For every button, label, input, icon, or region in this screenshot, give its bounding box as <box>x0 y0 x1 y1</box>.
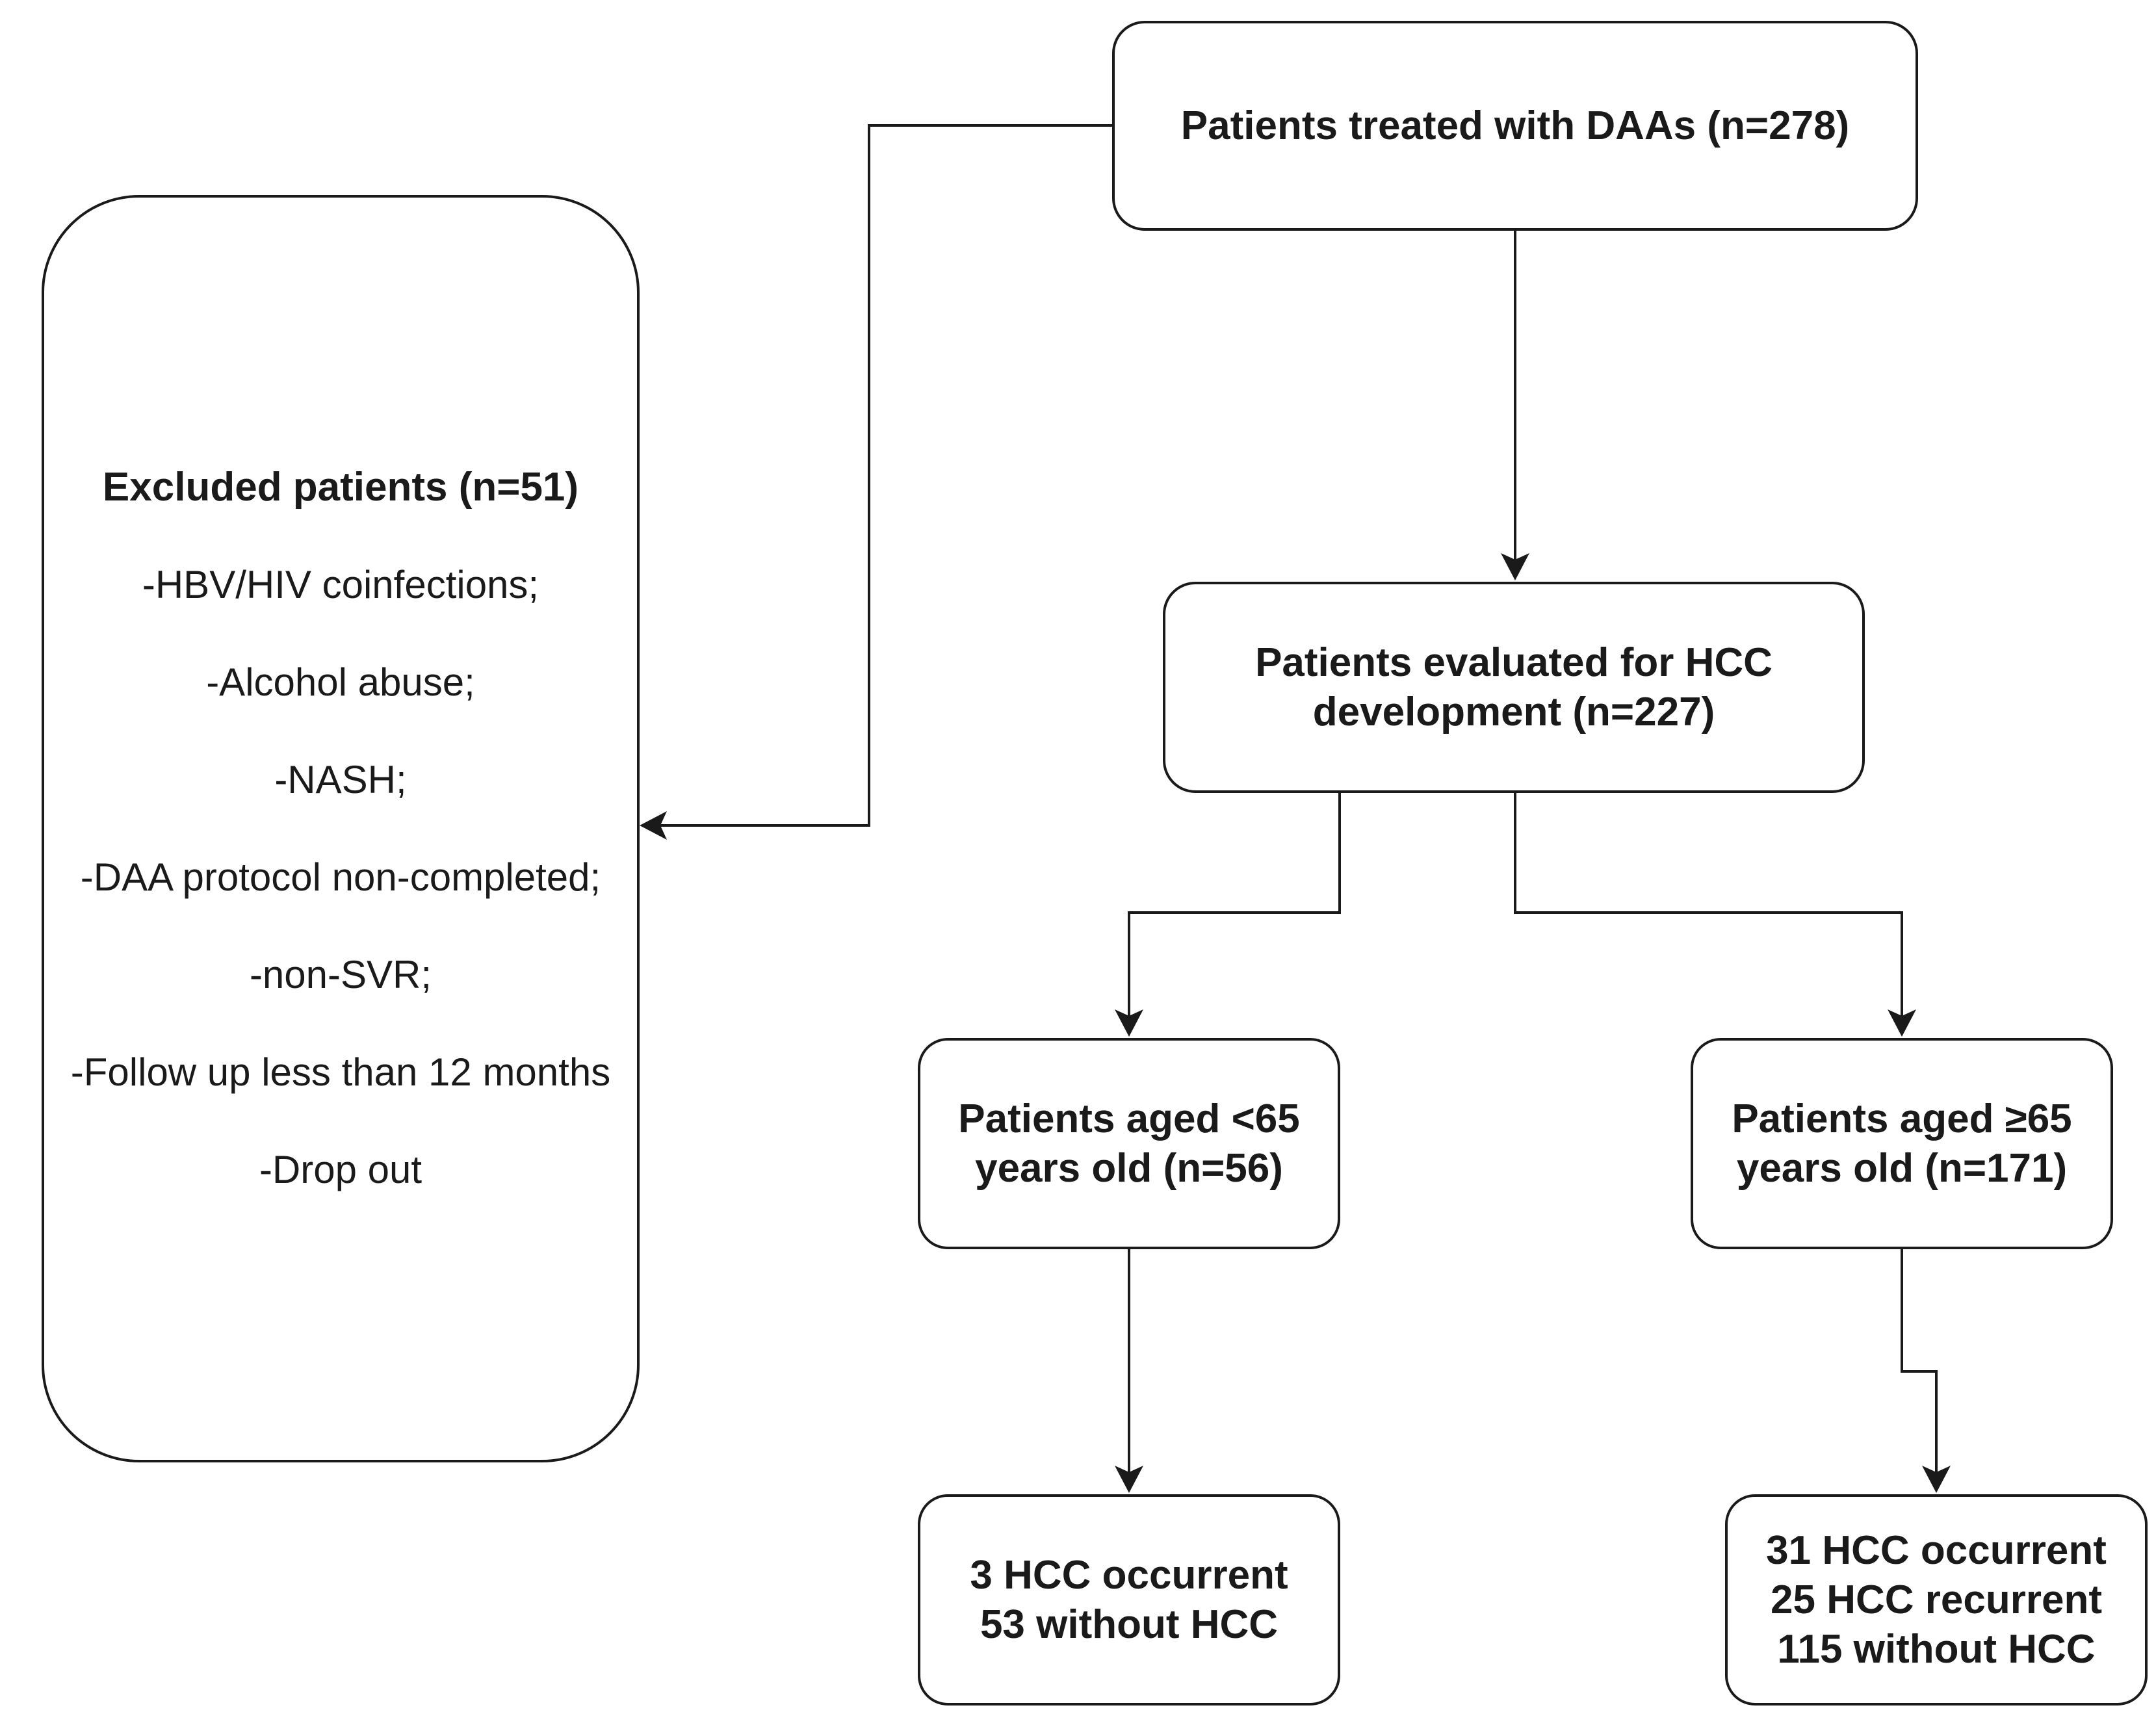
older-outcome-line-1: 31 HCC occurrent <box>1766 1527 2107 1573</box>
treated-patients-label: Patients treated with DAAs (n=278) <box>1180 103 1850 148</box>
younger-patients-label-line-1: Patients aged <65 <box>958 1096 1300 1141</box>
excluded-patients-box: Excluded patients (n=51) -HBV/HIV coinfe… <box>42 195 640 1462</box>
excluded-item: -Drop out <box>259 1148 422 1191</box>
arrow-older-to-outcome <box>1901 1249 1938 1483</box>
older-patients-box: Patients aged ≥65 years old (n=171) <box>1691 1038 2113 1249</box>
excluded-item: -non-SVR; <box>249 953 432 996</box>
older-patients-label-line-2: years old (n=171) <box>1736 1145 2068 1191</box>
arrowhead-younger-outcome <box>1115 1466 1143 1493</box>
arrow-treated-to-excluded <box>650 124 1112 827</box>
arrow-evaluated-to-older <box>1514 793 1903 1027</box>
younger-outcome-line-2: 53 without HCC <box>980 1602 1279 1647</box>
younger-patients-box: Patients aged <65 years old (n=56) <box>918 1038 1340 1249</box>
evaluated-patients-label-line-2: development (n=227) <box>1312 689 1715 734</box>
younger-outcome-box: 3 HCC occurrent 53 without HCC <box>918 1494 1340 1706</box>
arrowhead-older-outcome <box>1922 1466 1951 1493</box>
arrowhead-younger <box>1115 1009 1143 1037</box>
excluded-item: -Alcohol abuse; <box>206 660 475 704</box>
treated-patients-box: Patients treated with DAAs (n=278) <box>1112 21 1918 231</box>
evaluated-patients-label-line-1: Patients evaluated for HCC <box>1255 640 1773 685</box>
older-outcome-line-2: 25 HCC recurrent <box>1771 1577 2102 1622</box>
arrow-evaluated-to-younger <box>1128 793 1341 1027</box>
older-patients-label-line-1: Patients aged ≥65 <box>1732 1096 2072 1141</box>
older-outcome-box: 31 HCC occurrent 25 HCC recurrent 115 wi… <box>1725 1494 2148 1706</box>
arrowhead-excluded <box>640 811 667 840</box>
evaluated-patients-box: Patients evaluated for HCC development (… <box>1163 582 1865 793</box>
arrowhead-older <box>1888 1009 1916 1037</box>
excluded-patients-title: Excluded patients (n=51) <box>102 465 579 510</box>
excluded-item: -NASH; <box>274 758 407 801</box>
excluded-item: -DAA protocol non-completed; <box>80 855 601 899</box>
younger-outcome-line-1: 3 HCC occurrent <box>970 1552 1288 1598</box>
arrowhead-evaluated <box>1501 553 1529 580</box>
older-outcome-line-3: 115 without HCC <box>1777 1626 2096 1672</box>
excluded-item: -HBV/HIV coinfections; <box>142 563 539 606</box>
excluded-item: -Follow up less than 12 months <box>70 1050 611 1094</box>
younger-patients-label-line-2: years old (n=56) <box>975 1145 1283 1191</box>
